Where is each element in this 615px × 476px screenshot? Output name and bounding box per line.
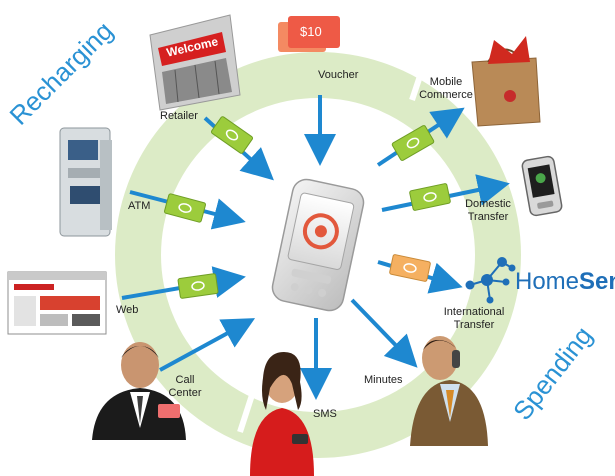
homesend-send: Send xyxy=(579,268,615,295)
domestic-transfer-label: Domestic Transfer xyxy=(465,198,511,223)
minutes-man-icon xyxy=(410,336,488,446)
atm-machine-icon xyxy=(59,127,112,237)
homesend-logo-text: HomeSend xyxy=(515,268,615,296)
banknote-atm xyxy=(164,193,206,223)
international-transfer-label: International Transfer xyxy=(443,306,505,331)
call-center-label: Call Center xyxy=(168,374,202,399)
retailer-label: Retailer xyxy=(160,110,198,122)
homesend-home: Home xyxy=(515,268,580,295)
sms-woman-icon xyxy=(250,352,314,476)
shopping-bag-icon xyxy=(471,36,541,127)
banknote-web xyxy=(177,273,219,299)
banknote-mobile-commerce xyxy=(391,125,435,161)
banknote-domestic-transfer xyxy=(409,183,451,211)
banknote-retailer xyxy=(210,116,254,154)
voucher-card-icon xyxy=(278,16,340,52)
mobile-commerce-label: Mobile Commerce xyxy=(419,76,473,101)
web-browser-icon xyxy=(7,271,107,335)
arrow-minutes xyxy=(350,298,418,368)
voucher-value: $10 xyxy=(300,24,322,39)
arrow-call-center xyxy=(159,318,256,372)
call-center-person-icon xyxy=(92,342,186,440)
sms-label: SMS xyxy=(313,408,337,420)
center-phone-icon xyxy=(271,178,365,312)
retailer-store-icon xyxy=(149,14,241,111)
minutes-label: Minutes xyxy=(364,374,403,386)
voucher-label: Voucher xyxy=(318,69,359,81)
banknote-international-transfer xyxy=(389,254,431,282)
mobile-handset-icon xyxy=(521,155,563,217)
web-label: Web xyxy=(116,304,139,316)
atm-label: ATM xyxy=(128,200,151,212)
green-ring xyxy=(115,51,521,458)
homesend-logo-icon xyxy=(465,257,516,304)
